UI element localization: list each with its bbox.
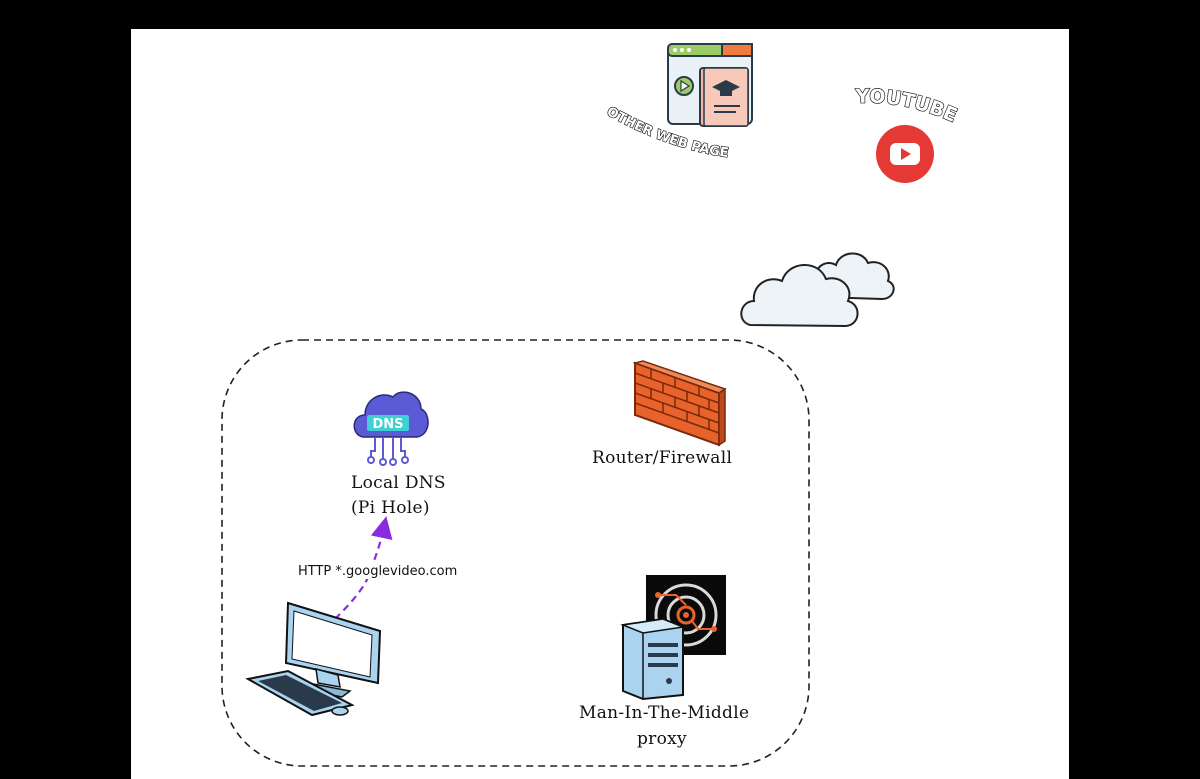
mitm-proxy-label-line1: Man-In-The-Middle [579,703,750,723]
youtube-label: YOUTUBE [854,85,961,128]
router-firewall-label: Router/Firewall [592,448,733,468]
dns-cloud-icon: DNS [353,391,429,466]
other-web-page-label: OTHER WEB PAGE [603,104,730,162]
web-page-course-icon [667,43,753,127]
cloud-icon [740,252,895,328]
local-dns-label-line2: (Pi Hole) [351,498,430,518]
desktop-computer-icon [245,601,382,717]
local-network-boundary [221,339,810,767]
local-dns-label-line1: Local DNS [351,473,446,493]
http-request-label: HTTP *.googlevideo.com [296,564,460,579]
mitm-proxy-label-line2: proxy [637,729,687,749]
mitm-target-icon [646,575,726,655]
brick-wall-icon [632,360,727,447]
svg-text:DNS: DNS [372,417,403,432]
server-icon [620,617,686,701]
diagram-canvas: OTHER WEB PAGE YOUTUBE DNS Local DNS (Pi… [131,29,1069,779]
youtube-play-icon [876,125,934,183]
